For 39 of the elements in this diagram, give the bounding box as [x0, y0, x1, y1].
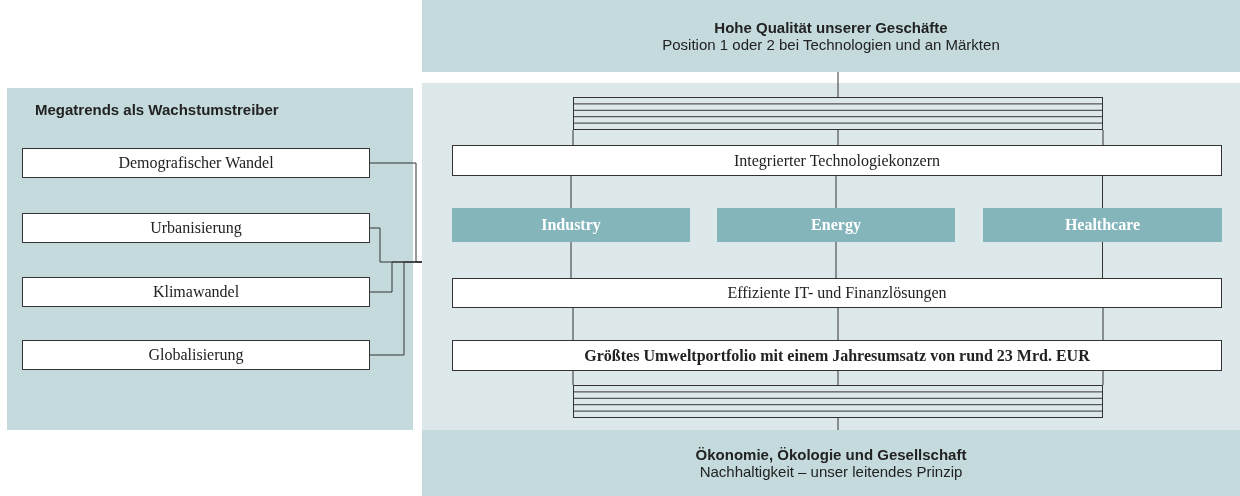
band-subtitle: Nachhaltigkeit – unser leitendes Prinzip	[699, 463, 963, 480]
megatrend-box: Globalisierung	[22, 340, 370, 370]
panel-heading: Megatrends als Wachstumstreiber	[35, 101, 279, 118]
striped-bar	[573, 97, 1103, 130]
band-subtitle: Position 1 oder 2 bei Technologien und an Märkten	[662, 36, 1000, 53]
panel-background	[7, 88, 413, 430]
connector-line	[1102, 129, 1104, 146]
connector-line	[837, 71, 839, 98]
band-heading: Hohe Qualität unserer Geschäfte	[714, 19, 948, 36]
connector-line	[837, 307, 839, 341]
band-background	[422, 0, 1240, 72]
band-background	[422, 430, 1240, 496]
label-box: Effiziente IT- und Finanzlösungen	[452, 278, 1222, 308]
label-box: Größtes Umweltportfolio mit einem Jahresumsatz von rund 23 Mrd. EUR	[452, 340, 1222, 371]
connector-line	[837, 129, 839, 146]
connector-line	[369, 261, 423, 356]
connector-line	[1102, 175, 1103, 209]
striped-bar	[573, 385, 1103, 418]
sector-box: Energy	[717, 208, 955, 242]
connector-line	[572, 307, 574, 341]
megatrend-box: Urbanisierung	[22, 213, 370, 243]
connector-line	[1102, 307, 1104, 341]
panel-background	[422, 83, 1240, 430]
sector-box: Industry	[452, 208, 690, 242]
connector-line	[570, 175, 572, 209]
megatrend-box: Klimawandel	[22, 277, 370, 307]
megatrend-box: Demografischer Wandel	[22, 148, 370, 178]
connector-line	[1102, 370, 1104, 386]
band-heading: Ökonomie, Ökologie und Gesellschaft	[695, 446, 967, 463]
connector-line	[835, 241, 837, 279]
connector-line	[837, 370, 839, 386]
connector-line	[837, 417, 839, 431]
connector-line	[572, 370, 574, 386]
connector-line	[1102, 241, 1103, 279]
label-box: Integrierter Technologiekonzern	[452, 145, 1222, 176]
sector-box: Healthcare	[983, 208, 1222, 242]
connector-line	[835, 175, 837, 209]
connector-line	[572, 129, 574, 146]
connector-line	[570, 241, 572, 279]
